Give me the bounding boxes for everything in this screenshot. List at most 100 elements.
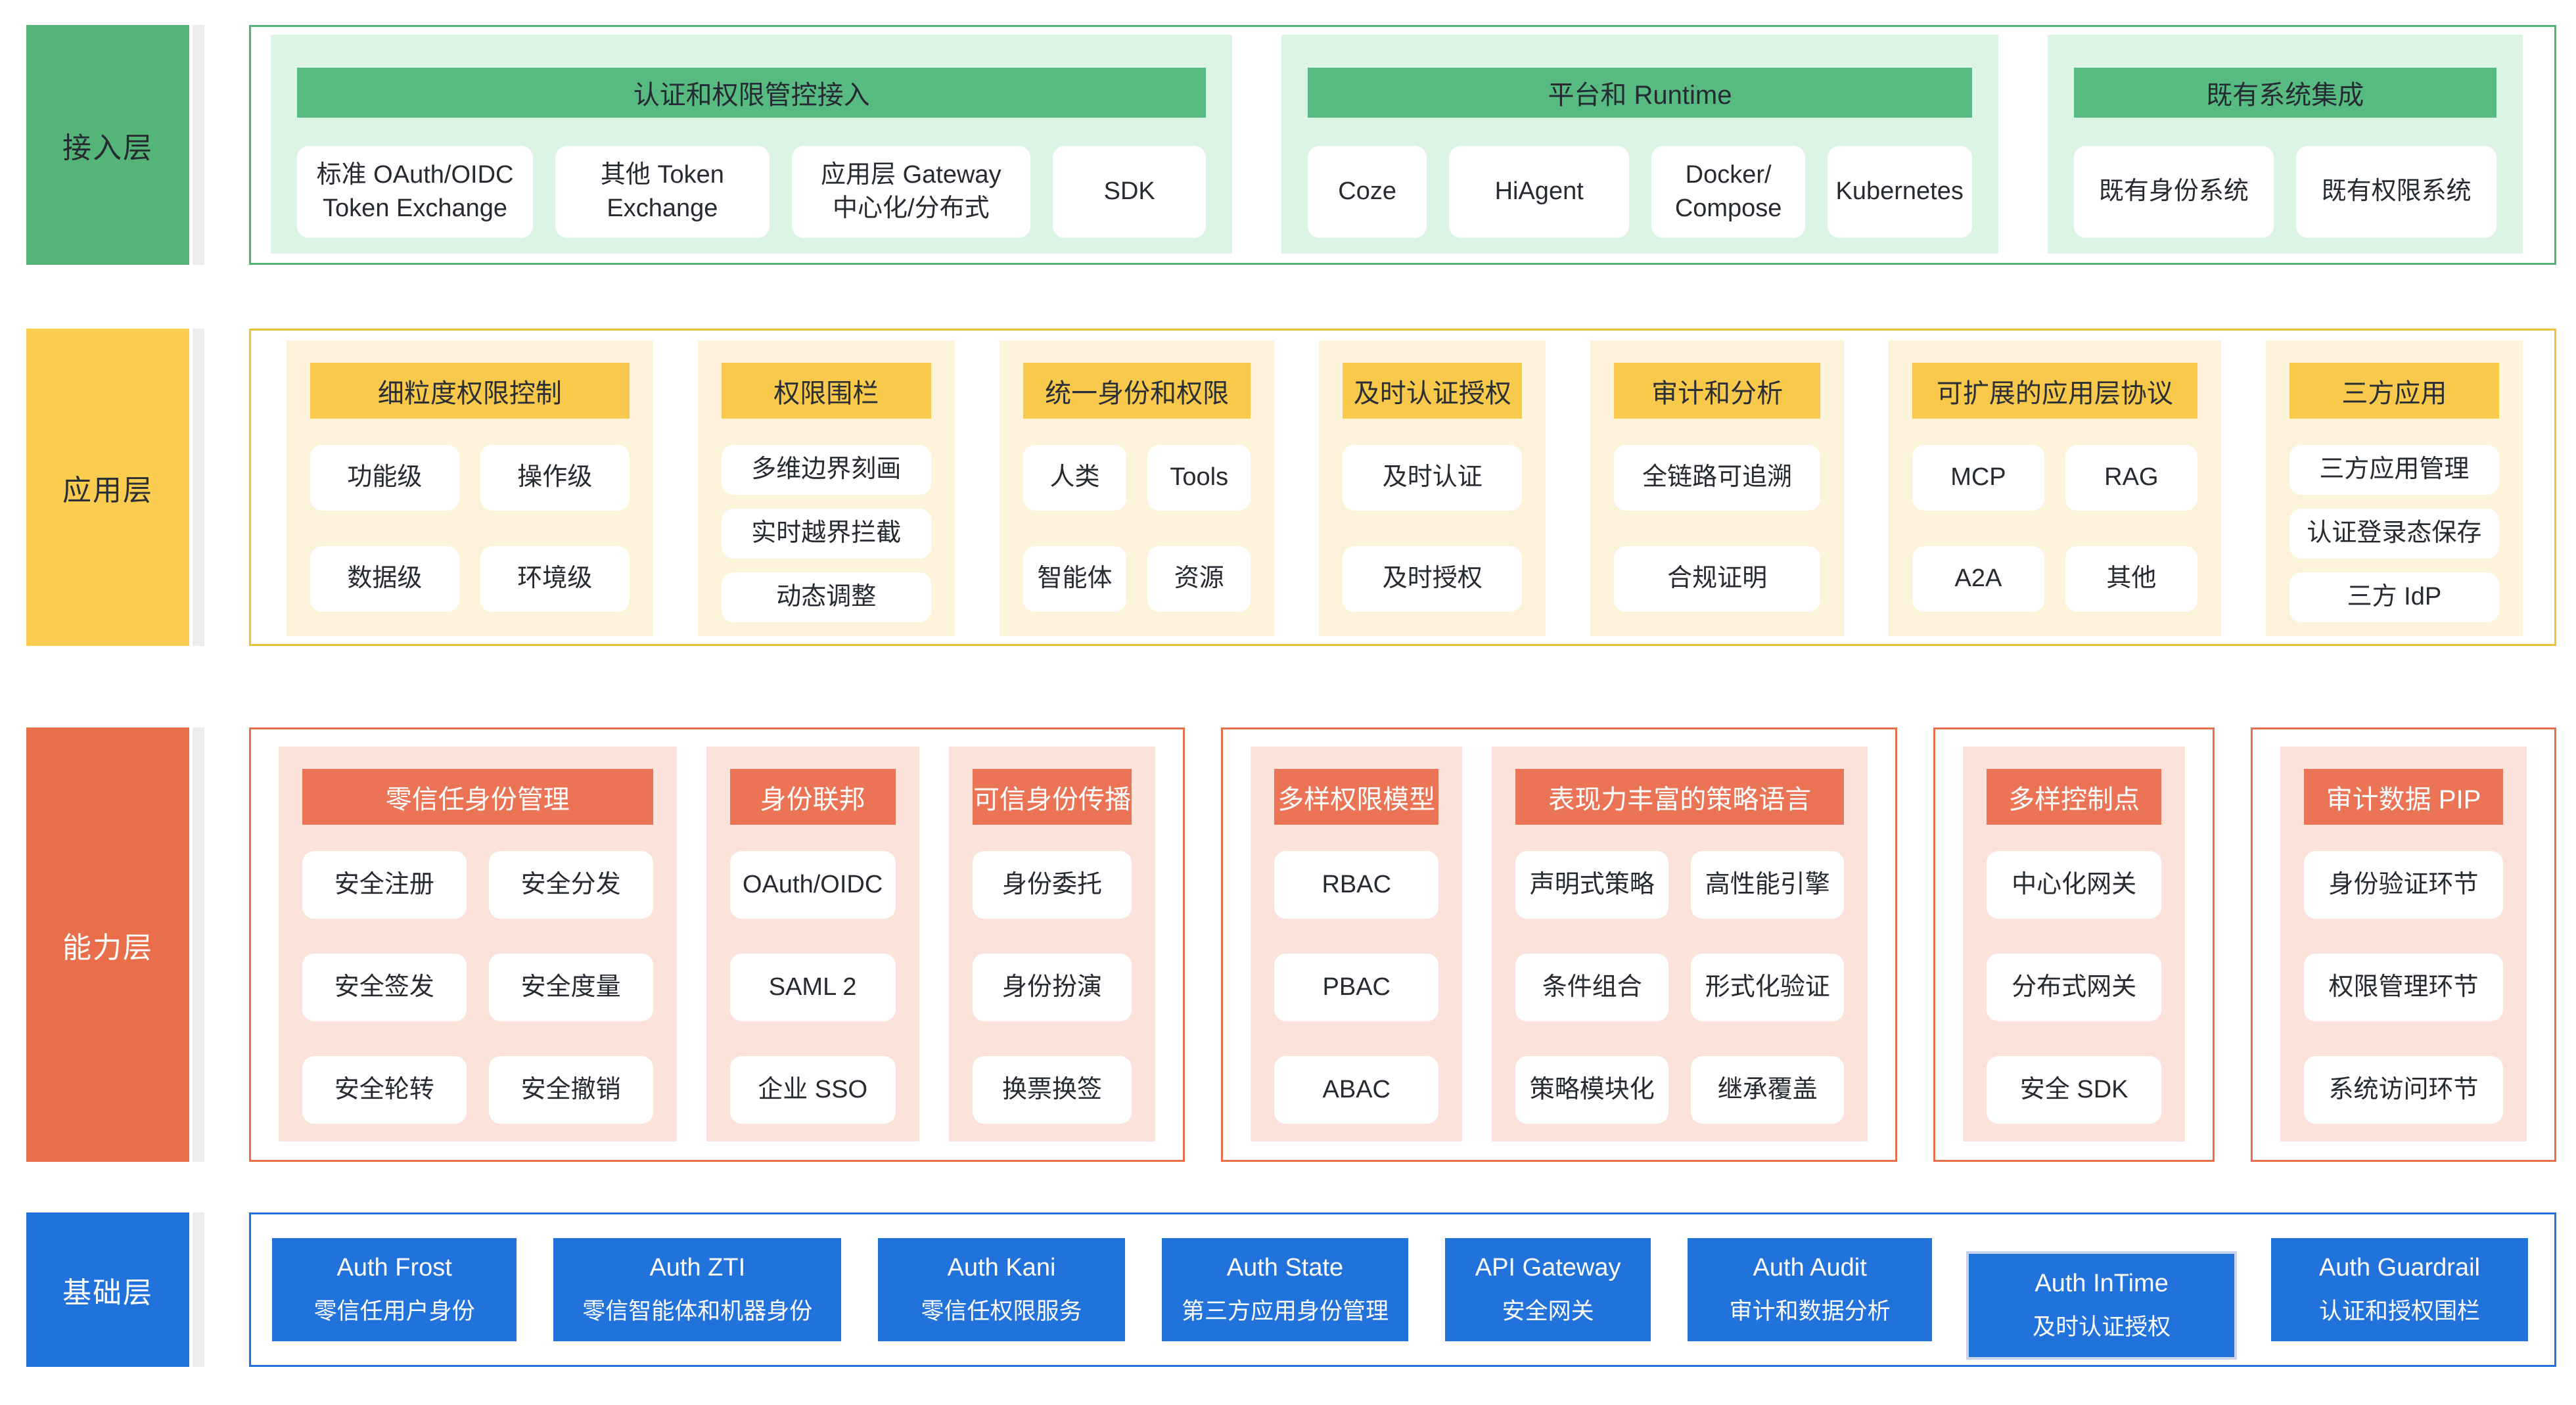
group-capability-0: 零信任身份管理安全注册安全分发安全签发安全度量安全轮转安全撤销身份联邦 OAuth… [249, 727, 1185, 1162]
section-capability-0-0: 零信任身份管理安全注册安全分发安全签发安全度量安全轮转安全撤销 [279, 747, 677, 1141]
item: 环境级 [480, 546, 630, 612]
section-app-0-1: 权限围栏多维边界刻画实时越界拦截动态调整 [697, 340, 955, 636]
section-title: 表现力丰富的策略语言 [1515, 769, 1845, 825]
item-grid: 全链路可追溯合规证明 [1614, 445, 1820, 612]
section-access-0-2: 既有系统集成既有身份系统既有权限系统 [2047, 35, 2523, 254]
section-title: 审计和分析 [1614, 363, 1820, 419]
item: 标准 OAuth/OIDC Token Exchange [297, 146, 534, 238]
section-title: 多样控制点 [1987, 769, 2162, 825]
product-name: Auth Kani [947, 1253, 1056, 1281]
item: 多维边界刻画 [721, 445, 931, 495]
section-title: 平台和 Runtime [1308, 68, 1972, 118]
layer-content-capability: 零信任身份管理安全注册安全分发安全签发安全度量安全轮转安全撤销身份联邦 OAuth… [249, 727, 2556, 1162]
item: 其他 Token Exchange [555, 146, 770, 238]
item: 安全 SDK [1987, 1056, 2162, 1124]
layer-label-access: 接入层 [26, 25, 189, 265]
product-name: Auth Guardrail [2318, 1253, 2480, 1281]
layer-row-access: 接入层认证和权限管控接入标准 OAuth/OIDC Token Exchange… [26, 25, 2556, 265]
product-desc: 零信任权限服务 [921, 1298, 1082, 1324]
item: 认证登录态保存 [2289, 509, 2500, 559]
section-title: 三方应用 [2289, 363, 2500, 419]
item: 身份委托 [972, 851, 1132, 919]
item: ABAC [1274, 1056, 1439, 1124]
item: 其他 [2065, 546, 2197, 612]
item: 换票换签 [972, 1056, 1132, 1124]
item-grid: 声明式策略高性能引擎条件组合形式化验证策略模块化继承覆盖 [1515, 851, 1845, 1124]
item-grid: 多维边界刻画实时越界拦截动态调整 [721, 445, 931, 622]
item: 身份验证环节 [2304, 851, 2503, 919]
item: 三方应用管理 [2289, 445, 2500, 495]
section-capability-0-2: 可信身份传播身份委托身份扮演换票换签 [948, 747, 1156, 1141]
item-grid: 身份委托身份扮演换票换签 [972, 851, 1132, 1124]
item: 安全分发 [488, 851, 653, 919]
layer-row-app: 应用层细粒度权限控制功能级操作级数据级环境级权限围栏多维边界刻画实时越界拦截动态… [26, 329, 2556, 646]
product-desc: 安全网关 [1502, 1298, 1594, 1324]
product-auth-kani: Auth Kani 零信任权限服务 [878, 1238, 1125, 1341]
item: 身份扮演 [972, 954, 1132, 1021]
item: 动态调整 [721, 572, 931, 622]
section-title: 审计数据 PIP [2304, 769, 2503, 825]
item: RAG [2065, 445, 2197, 511]
item: HiAgent [1448, 146, 1630, 238]
item: 系统访问环节 [2304, 1056, 2503, 1124]
section-title: 既有系统集成 [2073, 68, 2496, 118]
item: 资源 [1147, 546, 1251, 612]
product-desc: 及时认证授权 [2033, 1314, 2171, 1340]
item: 形式化验证 [1691, 954, 1845, 1021]
section-capability-2-0: 多样控制点中心化网关分布式网关安全 SDK [1963, 747, 2186, 1141]
section-title: 多样权限模型 [1274, 769, 1439, 825]
item: 策略模块化 [1515, 1056, 1669, 1124]
item: 数据级 [310, 546, 459, 612]
section-title: 可信身份传播 [972, 769, 1132, 825]
section-app-0-0: 细粒度权限控制功能级操作级数据级环境级 [287, 340, 653, 636]
section-title: 身份联邦 [729, 769, 896, 825]
item: 既有权限系统 [2296, 146, 2496, 238]
section-title: 权限围栏 [721, 363, 931, 419]
section-title: 及时认证授权 [1343, 363, 1523, 419]
item: PBAC [1274, 954, 1439, 1021]
product-desc: 第三方应用身份管理 [1181, 1298, 1389, 1324]
item: 分布式网关 [1987, 954, 2162, 1021]
item: 及时认证 [1343, 445, 1523, 511]
item: 条件组合 [1515, 954, 1669, 1021]
item: A2A [1912, 546, 2044, 612]
product-desc: 审计和数据分析 [1729, 1298, 1891, 1324]
product-name: Auth Frost [336, 1253, 452, 1281]
item: 安全撤销 [488, 1056, 653, 1124]
item: 安全度量 [488, 954, 653, 1021]
product-name: Auth State [1226, 1253, 1344, 1281]
section-title: 细粒度权限控制 [310, 363, 630, 419]
product-name: Auth ZTI [649, 1253, 746, 1281]
item: Coze [1308, 146, 1427, 238]
item: 既有身份系统 [2073, 146, 2274, 238]
item: 全链路可追溯 [1614, 445, 1820, 511]
section-capability-1-1: 表现力丰富的策略语言声明式策略高性能引擎条件组合形式化验证策略模块化继承覆盖 [1492, 747, 1868, 1141]
item: 合规证明 [1614, 546, 1820, 612]
product-name: API Gateway [1475, 1253, 1621, 1281]
item: 声明式策略 [1515, 851, 1669, 919]
group-capability-2: 多样控制点中心化网关分布式网关安全 SDK [1933, 727, 2215, 1162]
item-grid: 既有身份系统既有权限系统 [2073, 146, 2496, 238]
item: SDK [1052, 146, 1207, 238]
item: Docker/ Compose [1651, 146, 1805, 238]
item: 人类 [1023, 445, 1127, 511]
item: 操作级 [480, 445, 630, 511]
